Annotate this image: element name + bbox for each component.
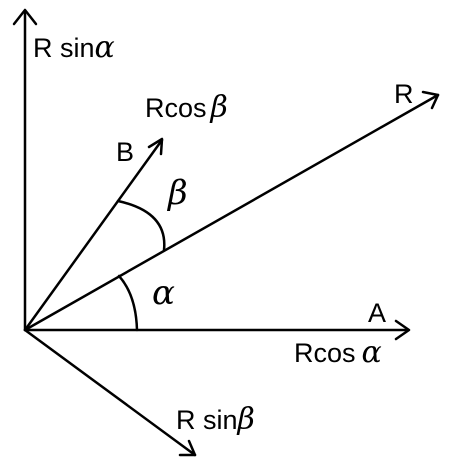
- beta-symbol: β: [237, 402, 255, 437]
- label-r-sin-beta: R sinβ: [176, 402, 255, 437]
- vector-b-line: [23, 138, 164, 332]
- label-vector-a: A: [368, 298, 386, 328]
- vector-b-arrowhead: [147, 137, 164, 156]
- label-r-sin-alpha-text: R sin: [33, 33, 95, 63]
- alpha-symbol: α: [361, 335, 382, 370]
- angle-beta-label: β: [168, 173, 188, 213]
- label-vector-b-text: B: [116, 137, 135, 167]
- vector-r-sin-beta-line: [23, 328, 197, 457]
- axis-a-arrowhead: [394, 319, 411, 341]
- beta-symbol: β: [210, 90, 228, 125]
- label-vector-b: B: [116, 137, 134, 167]
- label-r-sin-beta-text: R sin: [176, 405, 238, 435]
- label-vector-r: R: [394, 79, 414, 109]
- vector-r-arrowhead: [421, 90, 440, 110]
- vector-r-line: [23, 93, 440, 332]
- vertical-axis-arrowhead: [12, 8, 38, 26]
- label-vector-a-text: A: [368, 298, 387, 328]
- label-r-sin-alpha: R sinα: [33, 30, 115, 65]
- alpha-angle-arc: [117, 274, 139, 332]
- angle-alpha-label: α: [152, 273, 175, 313]
- beta-angle-arc: [116, 199, 166, 252]
- label-r-cos-alpha-text: Rcos: [294, 338, 356, 368]
- label-vector-r-text: R: [394, 79, 414, 109]
- alpha-symbol: α: [94, 30, 115, 65]
- label-r-cos-beta-text: Rcos: [145, 93, 207, 123]
- vector-r-sin-beta-arrowhead: [178, 439, 197, 457]
